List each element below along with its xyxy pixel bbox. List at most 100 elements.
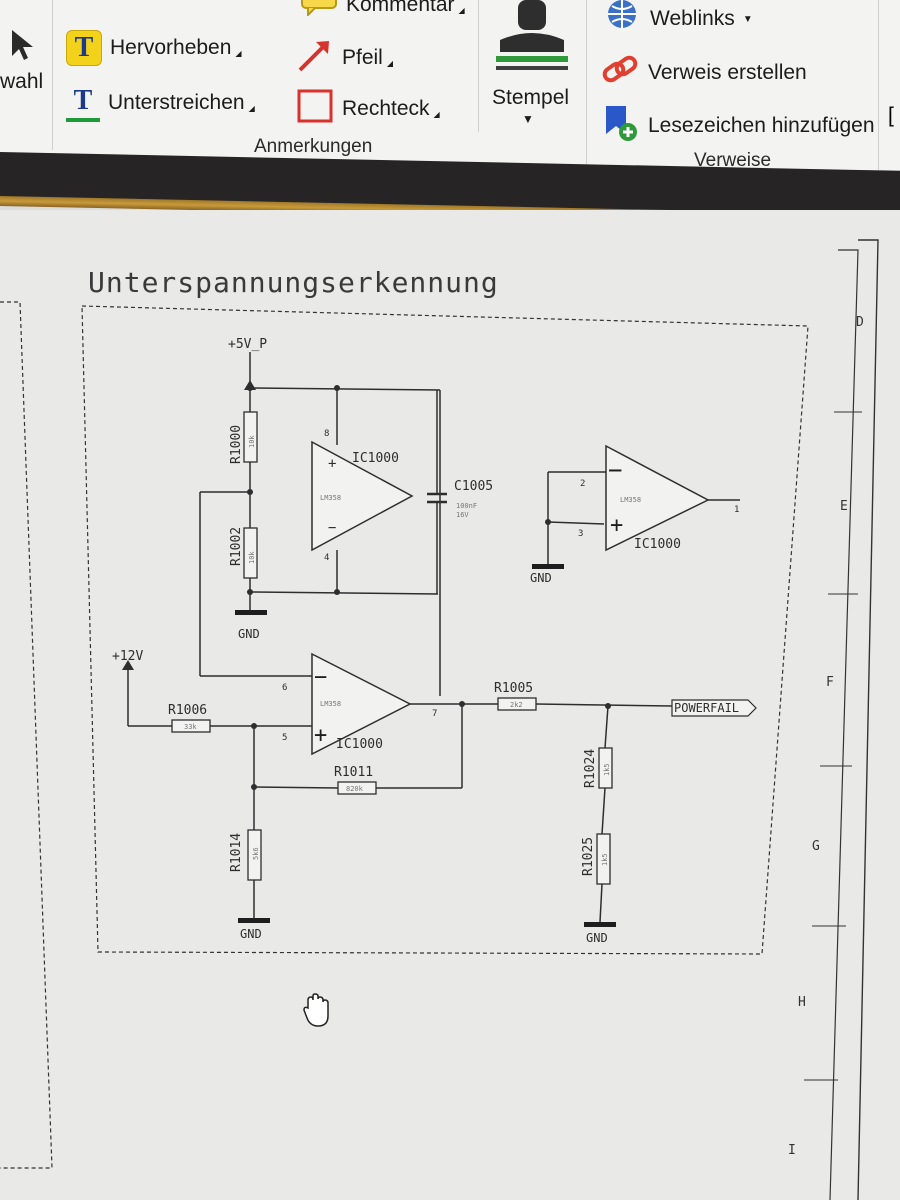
arrow-icon bbox=[296, 36, 334, 80]
highlight-label: Hervorheben bbox=[110, 36, 242, 60]
svg-text:LM358: LM358 bbox=[620, 496, 641, 504]
schematic-title: Unterspannungserkennung bbox=[88, 266, 499, 299]
resistor-labels: R1000 R1002 R1006 R1011 R1005 R1014 R102… bbox=[168, 425, 598, 876]
underline-label: Unterstreichen bbox=[108, 91, 255, 115]
svg-text:IC1000: IC1000 bbox=[352, 451, 399, 466]
chevron-down-icon: ▼ bbox=[522, 112, 534, 126]
document-viewport[interactable]: D E F G H I Unterspannungserkennung bbox=[0, 210, 900, 1200]
svg-text:GND: GND bbox=[238, 627, 260, 641]
zone-ticks bbox=[804, 411, 862, 1081]
opamp-unused-unit: − + LM358 IC1000 2 3 1 bbox=[578, 444, 739, 552]
svg-text:−: − bbox=[328, 520, 336, 536]
arrow-label: Pfeil bbox=[342, 46, 393, 70]
svg-text:LM358: LM358 bbox=[320, 700, 341, 708]
zone-letter: G bbox=[812, 839, 820, 854]
comment-button[interactable]: Kommentar bbox=[300, 0, 465, 22]
chain-link-icon bbox=[600, 52, 640, 94]
opamp-comparator: − + LM358 IC1000 6 5 7 bbox=[282, 652, 437, 756]
right-frame-inner bbox=[829, 249, 859, 1200]
overflow-indicator: [ bbox=[888, 104, 894, 127]
add-bookmark-button[interactable]: Lesezeichen hinzufügen bbox=[600, 104, 879, 148]
cursor-arrow-icon bbox=[12, 30, 33, 60]
svg-text:1: 1 bbox=[734, 505, 739, 515]
svg-text:+5V_P: +5V_P bbox=[228, 337, 267, 352]
svg-text:10k: 10k bbox=[248, 435, 256, 448]
capacitor-c1005: C1005 100nF 16V bbox=[427, 479, 493, 519]
ribbon-toolbar: wahl T Hervorheben T Unterstreichen Komm… bbox=[0, 0, 900, 180]
separator bbox=[478, 0, 479, 132]
svg-text:6: 6 bbox=[282, 683, 287, 693]
chevron-down-icon: ▼ bbox=[742, 13, 753, 25]
arrow-button[interactable]: Pfeil bbox=[296, 36, 393, 80]
add-bookmark-label: Lesezeichen hinzufügen bbox=[648, 114, 875, 137]
svg-text:C1005: C1005 bbox=[454, 479, 493, 494]
weblinks-label: Weblinks bbox=[650, 7, 735, 30]
group-label-anmerkungen: Anmerkungen bbox=[254, 136, 373, 157]
svg-text:−: − bbox=[314, 665, 327, 690]
resistor-values: 10k 10k 33k 820k 2k2 5k6 1k5 1k5 bbox=[184, 435, 611, 866]
power-12v-symbol: +12V bbox=[112, 649, 143, 670]
svg-text:+: + bbox=[610, 513, 623, 538]
svg-text:LM358: LM358 bbox=[320, 494, 341, 502]
separator bbox=[52, 0, 53, 150]
svg-text:+: + bbox=[328, 456, 336, 472]
stamp-label: Stempel bbox=[492, 86, 570, 109]
svg-text:IC1000: IC1000 bbox=[336, 737, 383, 752]
opamp-power-unit: + − LM358 IC1000 8 4 bbox=[311, 429, 414, 563]
separator bbox=[878, 0, 879, 180]
left-page-border bbox=[0, 301, 53, 1169]
select-tool-label: wahl bbox=[0, 70, 44, 93]
comment-icon bbox=[300, 0, 338, 22]
power-5v-symbol: +5V_P bbox=[228, 337, 267, 390]
svg-text:R1024: R1024 bbox=[583, 749, 598, 788]
svg-text:R1025: R1025 bbox=[581, 837, 596, 876]
svg-text:33k: 33k bbox=[184, 723, 197, 731]
gnd-symbol: GND bbox=[530, 564, 564, 585]
svg-text:R1011: R1011 bbox=[334, 765, 373, 780]
zone-letter: I bbox=[788, 1143, 796, 1158]
zone-letter: D bbox=[856, 315, 864, 330]
svg-text:POWERFAIL: POWERFAIL bbox=[674, 701, 739, 715]
stamp-icon bbox=[496, 0, 568, 70]
hand-cursor-icon bbox=[303, 993, 329, 1027]
create-link-button[interactable]: Verweis erstellen bbox=[600, 52, 811, 94]
create-link-label: Verweis erstellen bbox=[648, 61, 807, 84]
svg-text:GND: GND bbox=[240, 927, 262, 941]
svg-text:R1005: R1005 bbox=[494, 681, 533, 696]
svg-text:4: 4 bbox=[324, 553, 329, 563]
svg-text:+: + bbox=[314, 723, 327, 748]
svg-text:GND: GND bbox=[586, 931, 608, 945]
svg-text:2: 2 bbox=[580, 479, 585, 489]
svg-text:5k6: 5k6 bbox=[252, 847, 260, 860]
underline-button[interactable]: T Unterstreichen bbox=[66, 84, 255, 122]
svg-text:R1006: R1006 bbox=[168, 703, 207, 718]
weblinks-button[interactable]: Weblinks ▼ bbox=[602, 0, 753, 38]
resistor-bodies bbox=[171, 411, 613, 885]
svg-text:GND: GND bbox=[530, 571, 552, 585]
rectangle-icon bbox=[296, 88, 334, 130]
svg-text:8: 8 bbox=[324, 429, 329, 439]
svg-text:+12V: +12V bbox=[112, 649, 143, 664]
schematic-sheet: D E F G H I Unterspannungserkennung bbox=[0, 239, 879, 1200]
svg-text:3: 3 bbox=[578, 529, 583, 539]
svg-text:7: 7 bbox=[432, 709, 437, 719]
highlight-icon: T bbox=[66, 30, 102, 66]
svg-text:1k5: 1k5 bbox=[601, 853, 609, 866]
highlight-button[interactable]: T Hervorheben bbox=[66, 30, 242, 66]
gnd-symbol: GND bbox=[584, 922, 616, 945]
svg-text:5: 5 bbox=[282, 733, 287, 743]
separator bbox=[586, 0, 587, 170]
svg-text:100nF: 100nF bbox=[456, 502, 477, 510]
svg-text:820k: 820k bbox=[346, 785, 364, 793]
rectangle-button[interactable]: Rechteck bbox=[296, 88, 440, 130]
svg-text:R1002: R1002 bbox=[229, 527, 244, 566]
svg-text:1k5: 1k5 bbox=[603, 763, 611, 776]
svg-text:−: − bbox=[608, 456, 622, 484]
svg-text:10k: 10k bbox=[248, 551, 256, 564]
svg-text:2k2: 2k2 bbox=[510, 701, 523, 709]
zone-letter: E bbox=[840, 499, 848, 514]
rectangle-label: Rechteck bbox=[342, 97, 440, 121]
right-frame-outer bbox=[857, 239, 879, 1200]
section-frame bbox=[81, 305, 809, 955]
wires bbox=[127, 352, 740, 923]
